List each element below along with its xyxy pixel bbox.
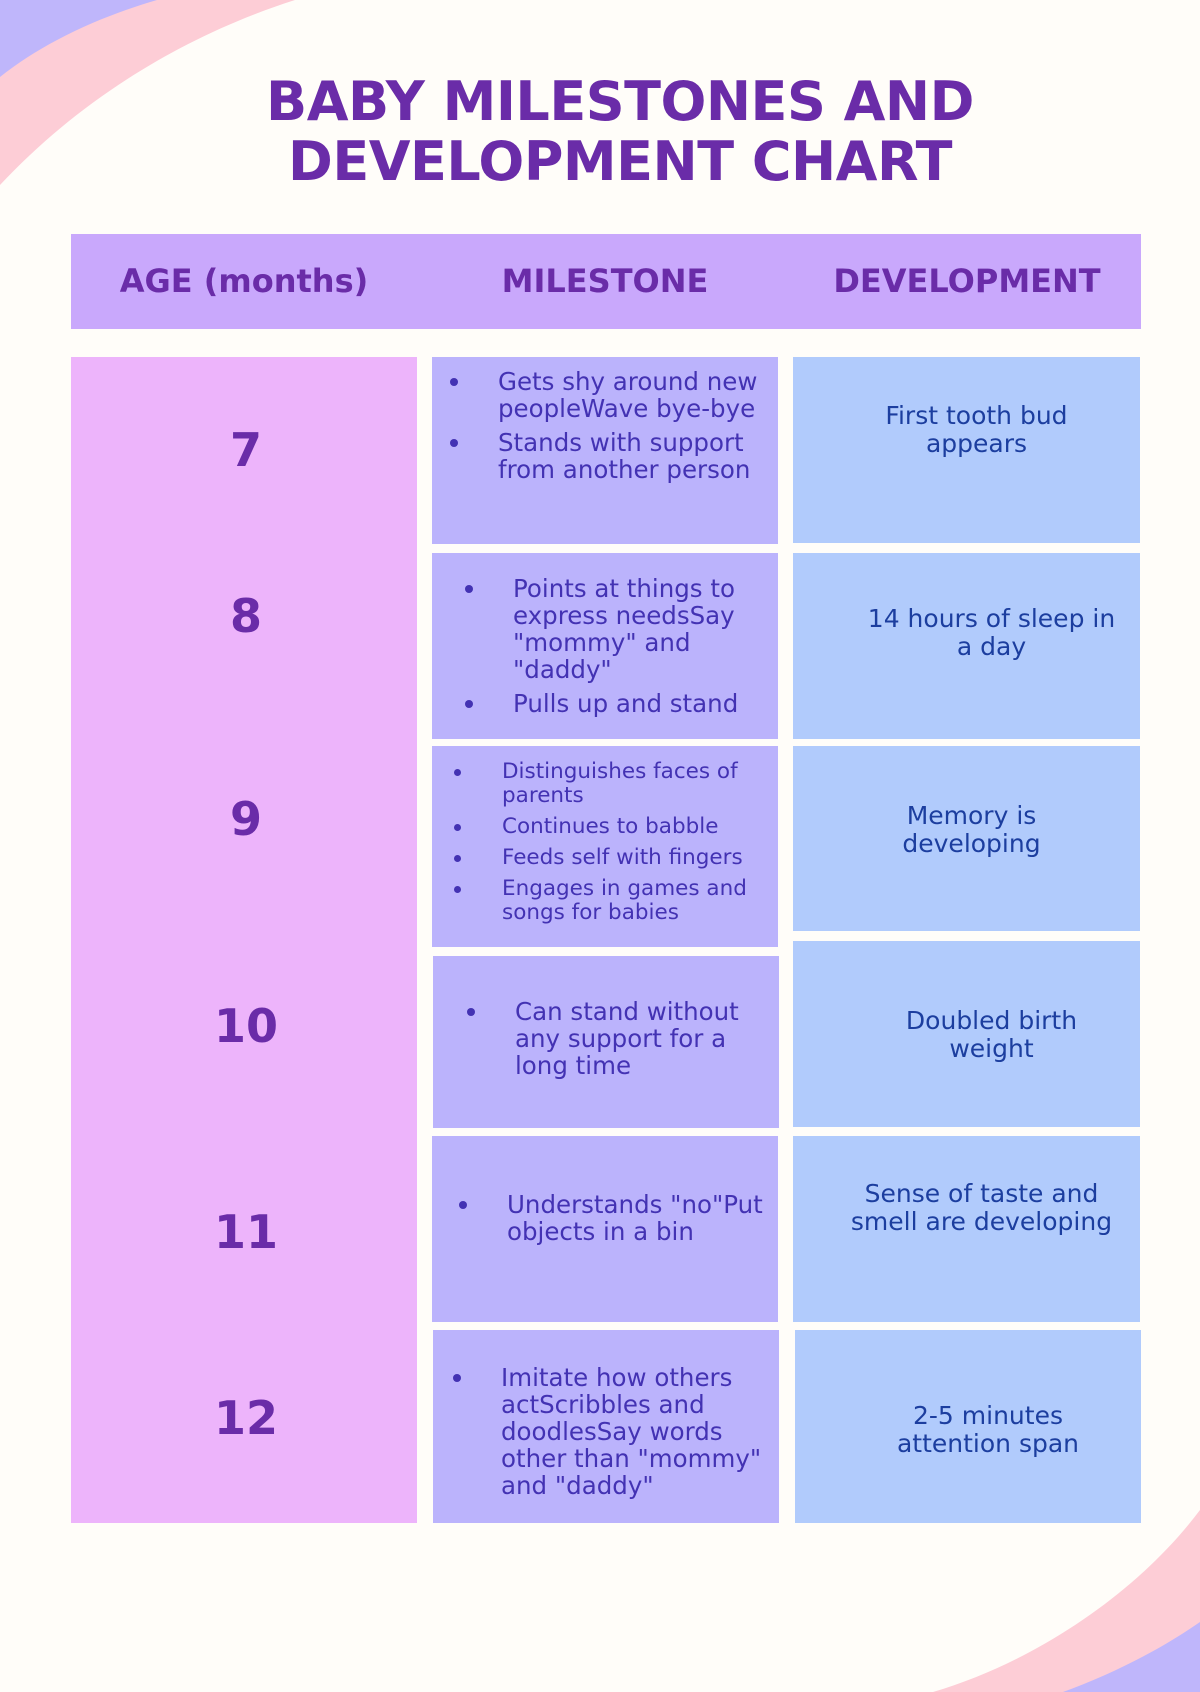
header-age: AGE (months) — [119, 262, 369, 300]
milestone-item: Understands "no"Put objects in a bin — [459, 1191, 778, 1245]
milestone-cell-12: Imitate how others actScribbles and dood… — [433, 1330, 779, 1523]
development-text: 14 hours of sleep in a day — [867, 604, 1116, 661]
title-line-2: DEVELOPMENT CHART — [288, 130, 952, 193]
milestone-item: Distinguishes faces of parents — [454, 760, 778, 808]
development-text: 2-5 minutes attention span — [896, 1401, 1080, 1458]
table-header: AGE (months) MILESTONE DEVELOPMENT — [71, 234, 1141, 329]
development-cell-7: First tooth bud appears — [793, 357, 1140, 543]
milestone-list: Imitate how others actScribbles and dood… — [453, 1364, 779, 1499]
milestone-item: Feeds self with fingers — [454, 846, 778, 870]
milestone-list: Understands "no"Put objects in a bin — [459, 1191, 778, 1245]
age-12: 12 — [213, 1391, 278, 1445]
milestone-list: Distinguishes faces of parents Continues… — [454, 760, 778, 925]
title-line-1: BABY MILESTONES AND — [266, 70, 974, 133]
development-text: First tooth bud appears — [885, 401, 1068, 458]
age-10: 10 — [213, 999, 278, 1053]
development-cell-11: Sense of taste and smell are developing — [793, 1136, 1140, 1322]
age-column: 7 8 9 10 11 12 — [71, 357, 417, 1523]
milestone-cell-9: Distinguishes faces of parents Continues… — [432, 746, 778, 947]
milestone-cell-10: Can stand without any support for a long… — [433, 956, 779, 1128]
milestone-item: Pulls up and stand — [465, 690, 778, 717]
milestone-cell-7: Gets shy around new peopleWave bye-bye S… — [432, 357, 778, 544]
milestone-item: Engages in games and songs for babies — [454, 877, 778, 925]
milestone-list: Gets shy around new peopleWave bye-bye S… — [450, 368, 778, 483]
milestone-item: Points at things to express needsSay "mo… — [465, 575, 778, 683]
development-text: Doubled birth weight — [905, 1006, 1078, 1063]
page-title: BABY MILESTONES AND DEVELOPMENT CHART — [0, 72, 1200, 192]
development-cell-12: 2-5 minutes attention span — [795, 1330, 1141, 1523]
age-9: 9 — [229, 792, 262, 846]
milestone-list: Points at things to express needsSay "mo… — [465, 575, 778, 717]
milestone-item: Continues to babble — [454, 815, 778, 839]
header-milestone: MILESTONE — [501, 262, 709, 300]
development-text: Sense of taste and smell are developing — [850, 1179, 1113, 1236]
development-cell-8: 14 hours of sleep in a day — [793, 553, 1140, 739]
development-cell-9: Memory is developing — [793, 746, 1140, 931]
milestone-list: Can stand without any support for a long… — [467, 998, 779, 1079]
milestone-item: Stands with support from another person — [450, 429, 778, 483]
milestone-item: Gets shy around new peopleWave bye-bye — [450, 368, 778, 422]
milestone-cell-8: Points at things to express needsSay "mo… — [432, 553, 778, 739]
header-development: DEVELOPMENT — [833, 262, 1101, 300]
age-7: 7 — [229, 423, 262, 477]
milestone-item: Imitate how others actScribbles and dood… — [453, 1364, 779, 1499]
development-text: Memory is developing — [902, 801, 1041, 858]
age-11: 11 — [213, 1205, 278, 1259]
development-cell-10: Doubled birth weight — [793, 941, 1140, 1127]
bottom-right-purple-arc — [1063, 1622, 1200, 1692]
top-left-purple-arc — [0, 0, 157, 77]
milestone-cell-11: Understands "no"Put objects in a bin — [432, 1136, 778, 1322]
bottom-right-pink-arc — [933, 1510, 1200, 1692]
milestone-item: Can stand without any support for a long… — [467, 998, 779, 1079]
age-8: 8 — [229, 589, 262, 643]
